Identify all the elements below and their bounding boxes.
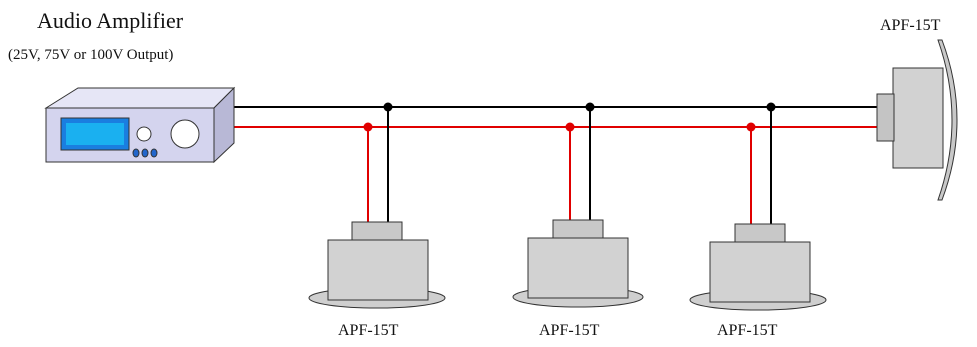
speaker-3-connector (734, 223, 786, 243)
junction-dot (746, 122, 756, 132)
amp-top-face (44, 87, 236, 109)
speaker-2-body (527, 237, 629, 299)
speaker-2 (512, 219, 644, 308)
amp-small-knob (136, 126, 152, 142)
speaker-right-flange (937, 39, 958, 201)
speaker-right-connector (876, 93, 895, 142)
amp-volume-knob (170, 119, 200, 149)
speaker-label-3: APF-15T (717, 322, 778, 339)
amp-led (141, 148, 149, 158)
amp-led (150, 148, 158, 158)
speaker-label-2: APF-15T (539, 322, 600, 339)
amplifier-subtitle: (25V, 75V or 100V Output) (8, 47, 173, 63)
junction-dot (383, 102, 393, 112)
amplifier (44, 86, 236, 164)
junction-dot (363, 122, 373, 132)
speaker-1-body (327, 239, 429, 301)
speaker-2-connector (552, 219, 604, 239)
junction-dot (585, 102, 595, 112)
speaker-right-body (892, 67, 944, 169)
speaker-drop-1 (363, 102, 393, 222)
junction-dot (766, 102, 776, 112)
amp-led (132, 148, 140, 158)
junction-dot (565, 122, 575, 132)
speaker-3-body (709, 241, 811, 303)
speaker-label-right: APF-15T (880, 17, 941, 34)
speaker-3 (689, 223, 827, 311)
speaker-1 (308, 221, 446, 309)
speaker-drop-3 (746, 102, 776, 224)
speaker-right (876, 39, 958, 201)
amplifier-title: Audio Amplifier (37, 8, 184, 33)
speaker-drop-2 (565, 102, 595, 220)
speaker-label-1: APF-15T (338, 322, 399, 339)
speaker-1-connector (351, 221, 403, 241)
